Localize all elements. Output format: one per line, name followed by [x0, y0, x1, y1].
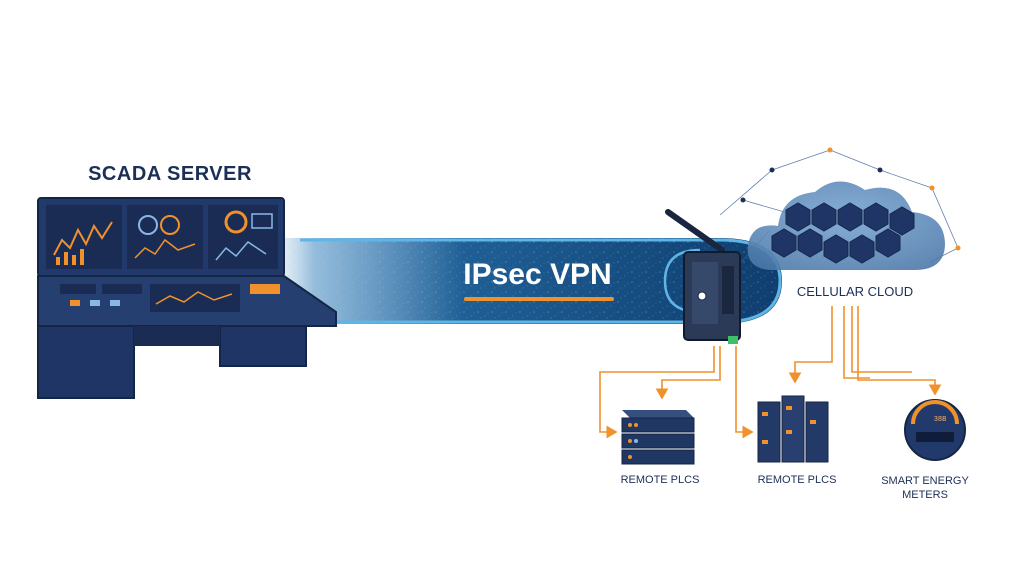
remote-plcs-label-2: REMOTE PLCS: [757, 474, 837, 486]
smart-energy-meters-label: SMART ENERGY METERS: [881, 475, 969, 501]
scada-server-label: SCADA SERVER: [88, 163, 252, 185]
connector-lines: [599, 306, 942, 439]
energy-meter-icon: [904, 399, 966, 461]
meter-display-value: 38B: [933, 416, 947, 424]
ipsec-vpn-label: IPsec VPN: [463, 258, 612, 291]
cloud-icon: [719, 147, 961, 283]
vpn-tunnel: [250, 238, 782, 324]
cellular-cloud-label: CELLULAR CLOUD: [796, 284, 914, 299]
plc-module-icon: [757, 395, 829, 463]
scada-console-icon: [37, 197, 337, 399]
rack-server-icon: [621, 410, 695, 465]
remote-plcs-label-1: REMOTE PLCS: [620, 474, 700, 486]
router-antenna-icon: [665, 209, 741, 344]
vpn-underline: [464, 297, 614, 301]
